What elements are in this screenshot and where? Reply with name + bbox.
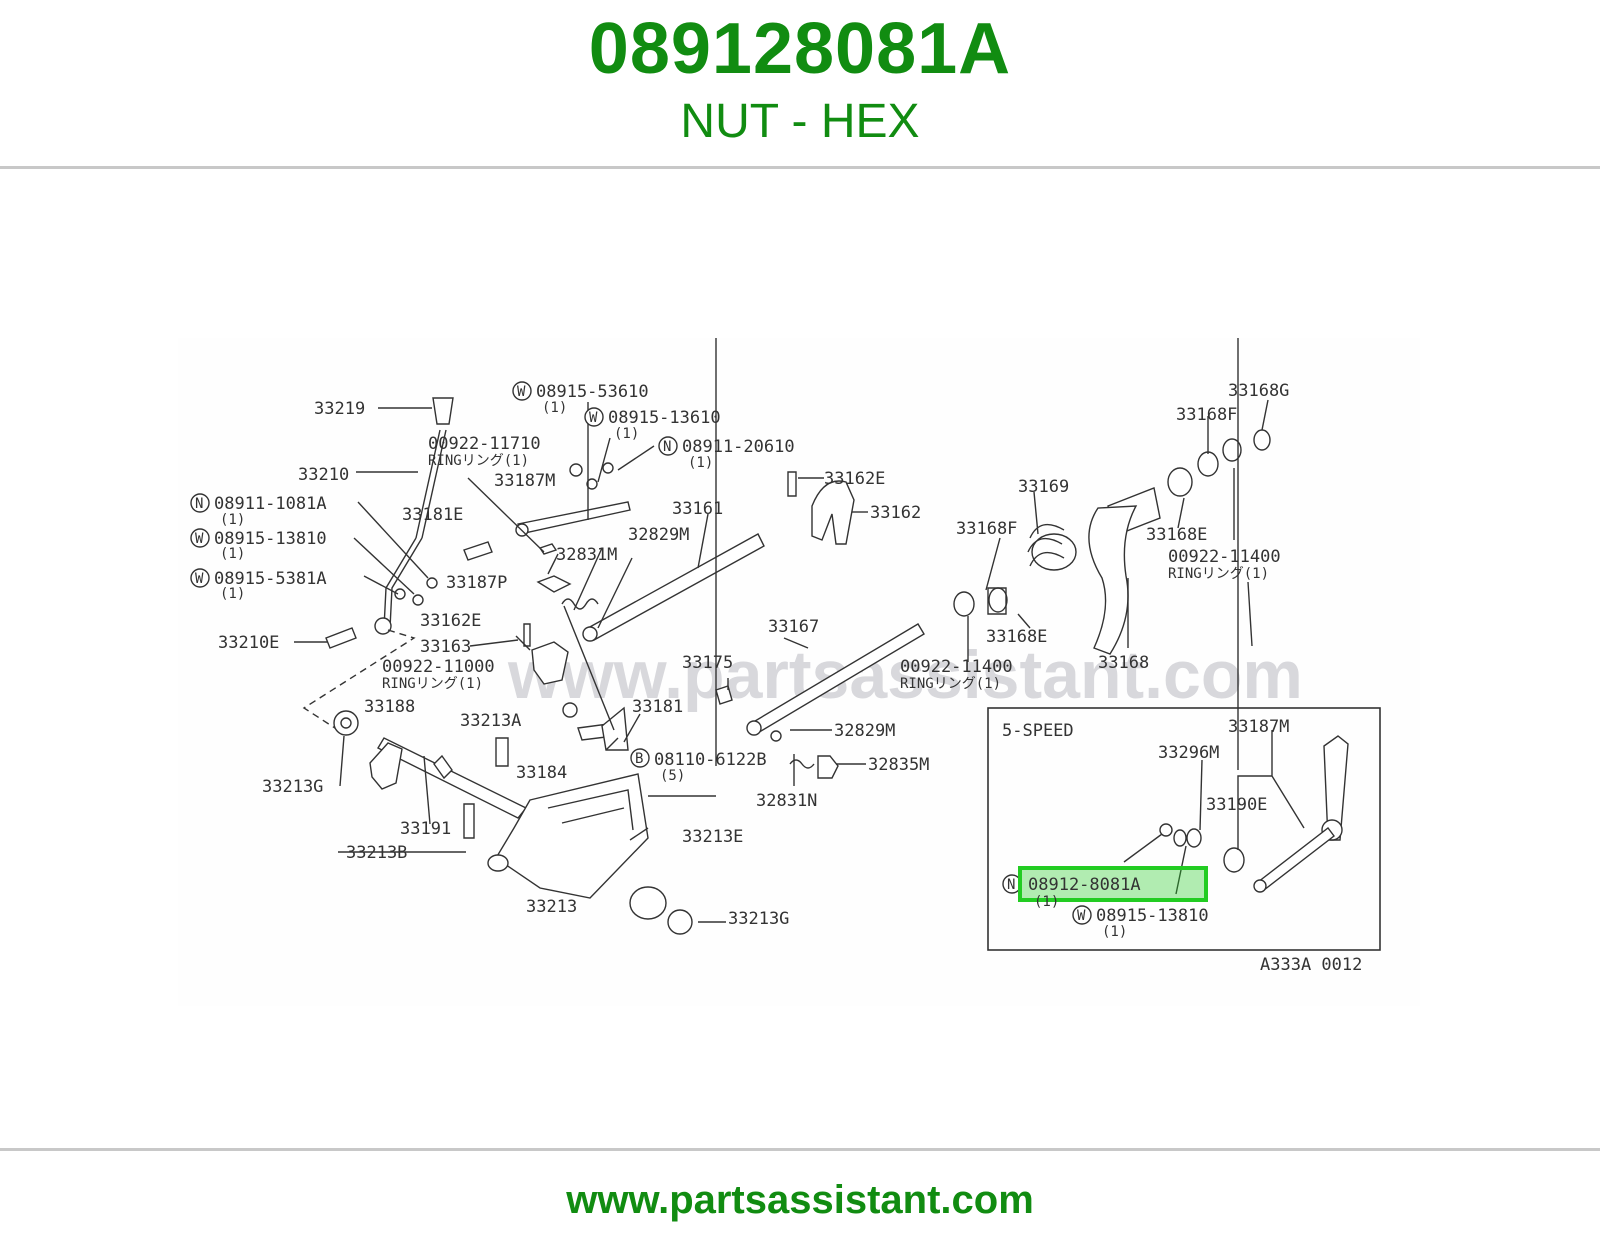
label-33181: 33181 — [632, 697, 683, 717]
label-ring-1: RINGリング(1) — [428, 453, 529, 469]
label-00922-11000: 00922-11000 — [382, 657, 495, 677]
inset-title: 5-SPEED — [1002, 721, 1074, 741]
label-qty-1: (1) — [220, 546, 245, 562]
label-00922-11710: 00922-11710 — [428, 434, 541, 454]
label-00922-11400: 00922-11400 — [1168, 547, 1281, 567]
label-33296m: 33296M — [1158, 743, 1219, 763]
part-description: NUT - HEX — [680, 95, 920, 148]
header-divider — [0, 166, 1600, 169]
label-33168g: 33168G — [1228, 381, 1289, 401]
label-33168f: 33168F — [956, 519, 1017, 539]
label-33162e: 33162E — [420, 611, 481, 631]
label-32829m: 32829M — [834, 721, 895, 741]
label-08110-6122b: 08110-6122B — [654, 750, 767, 770]
label-08915-13610: 08915-13610 — [608, 408, 721, 428]
label-qty-1: (1) — [542, 400, 567, 416]
label-08911-1081a: 08911-1081A — [214, 494, 327, 514]
label-33187m: 33187M — [494, 471, 555, 491]
label-33191: 33191 — [400, 819, 451, 839]
label-qty-1: (1) — [688, 455, 713, 471]
shift-rods — [582, 471, 925, 779]
shift-housing — [302, 605, 693, 935]
label-33168e: 33168E — [1146, 525, 1207, 545]
label-33161: 33161 — [672, 499, 723, 519]
label-qty-5: (5) — [660, 768, 685, 784]
label-33213a: 33213A — [460, 711, 521, 731]
symbol-w: W — [195, 571, 204, 587]
label-33168: 33168 — [1098, 653, 1149, 673]
label-33213g: 33213G — [728, 909, 789, 929]
label-33184: 33184 — [516, 763, 567, 783]
label-33210e: 33210E — [218, 633, 279, 653]
label-qty-1: (1) — [1102, 924, 1127, 940]
label-08911-20610: 08911-20610 — [682, 437, 795, 457]
label-33219: 33219 — [314, 399, 365, 419]
label-33169: 33169 — [1018, 477, 1069, 497]
diagram-code: A333A 0012 — [1260, 955, 1362, 975]
label-33175: 33175 — [682, 653, 733, 673]
label-qty-1: (1) — [220, 512, 245, 528]
symbol-n: N — [663, 439, 671, 455]
symbol-b: B — [635, 751, 643, 767]
label-33163: 33163 — [420, 637, 471, 657]
label-08915-13810: 08915-13810 — [1096, 906, 1209, 926]
highlight-box — [1018, 866, 1208, 902]
footer-url[interactable]: www.partsassistant.com — [566, 1178, 1034, 1222]
label-33167: 33167 — [768, 617, 819, 637]
label-08912-8081a: 08912-8081A — [1028, 875, 1141, 895]
inset-box-5-speed — [987, 707, 1381, 951]
part-number-title: 089128081A — [588, 9, 1012, 89]
label-33213e: 33213E — [682, 827, 743, 847]
label-33162: 33162 — [870, 503, 921, 523]
leader-lines-left — [294, 407, 432, 643]
label-ring-4: RINGリング(1) — [1168, 566, 1269, 582]
label-33162e: 33162E — [824, 469, 885, 489]
label-32829m: 32829M — [628, 525, 689, 545]
selector-arm-upper — [463, 462, 631, 685]
label-33213b: 33213B — [346, 843, 407, 863]
label-33187m: 33187M — [1228, 717, 1289, 737]
symbol-w: W — [195, 531, 204, 547]
label-33213: 33213 — [526, 897, 577, 917]
symbol-w: W — [517, 384, 526, 400]
symbol-n: N — [1007, 877, 1015, 893]
label-33213g: 33213G — [262, 777, 323, 797]
label-33181e: 33181E — [402, 505, 463, 525]
part-labels: 33219 33210 N 08911-1081A (1) W 08915-13… — [190, 381, 1362, 975]
label-qty-1: (1) — [220, 586, 245, 602]
label-33168e: 33168E — [986, 627, 1047, 647]
label-qty-1: (1) — [614, 426, 639, 442]
fork-assembly-right — [953, 429, 1271, 655]
label-33187p: 33187P — [446, 573, 507, 593]
label-32831m: 32831M — [556, 545, 617, 565]
leader-lines — [338, 338, 1305, 923]
watermark-text: www.partsassistant.com — [507, 637, 1303, 713]
label-ring-2: RINGリング(1) — [382, 676, 483, 692]
label-33190e: 33190E — [1206, 795, 1267, 815]
footer-divider — [0, 1148, 1600, 1151]
label-33188: 33188 — [364, 697, 415, 717]
label-32835m: 32835M — [868, 755, 929, 775]
symbol-n: N — [195, 496, 203, 512]
label-08915-13810: 08915-13810 — [214, 529, 327, 549]
label-08915-5381a: 08915-5381A — [214, 569, 327, 589]
label-ring-3: RINGリング(1) — [900, 676, 1001, 692]
symbol-w: W — [589, 410, 598, 426]
label-qty-1: (1) — [1034, 894, 1059, 910]
label-33168f: 33168F — [1176, 405, 1237, 425]
parts-diagram: www.partsassistant.com — [178, 338, 1420, 1006]
label-33210: 33210 — [298, 465, 349, 485]
symbol-w: W — [1077, 908, 1086, 924]
label-00922-11400: 00922-11400 — [900, 657, 1013, 677]
label-08915-53610: 08915-53610 — [536, 382, 649, 402]
label-32831n: 32831N — [756, 791, 817, 811]
inset-parts — [1159, 735, 1349, 893]
